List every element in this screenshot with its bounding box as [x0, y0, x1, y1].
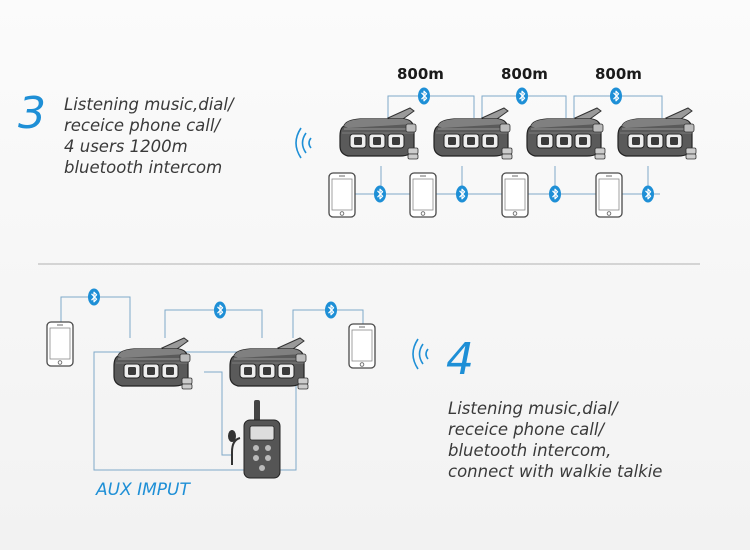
step-3-line-2: receice phone call/	[64, 116, 221, 135]
step-4-line-1: Listening music,dial/	[448, 399, 618, 418]
bluetooth-icon	[87, 287, 101, 307]
smartphone-icon	[595, 172, 623, 218]
step-3-line-1: Listening music,dial/	[64, 95, 234, 114]
bluetooth-icon	[609, 86, 623, 106]
distance-label-2: 800m	[501, 65, 548, 83]
step-number-3: 3	[18, 88, 46, 139]
step-4-line-3: bluetooth intercom,	[448, 441, 612, 460]
distance-label-3: 800m	[595, 65, 642, 83]
bluetooth-icon	[417, 86, 431, 106]
step-3-description: Listening music,dial/ receice phone call…	[64, 94, 234, 178]
bluetooth-icon	[455, 184, 469, 204]
intercom-device-1	[113, 337, 193, 390]
bottom-connection-lines	[60, 296, 364, 471]
bluetooth-icon	[515, 86, 529, 106]
intercom-device-2	[229, 337, 309, 390]
intercom-device-4	[617, 107, 697, 160]
smartphone-icon	[409, 172, 437, 218]
wireless-signal-icon	[412, 338, 429, 370]
smartphone-icon	[46, 321, 74, 367]
bluetooth-icon	[641, 184, 655, 204]
aux-input-label: AUX IMPUT	[96, 480, 190, 500]
walkie-talkie-icon	[228, 400, 281, 479]
bluetooth-icon	[373, 184, 387, 204]
smartphone-icon	[501, 172, 529, 218]
intercom-device-2	[433, 107, 513, 160]
wireless-signal-icon	[295, 127, 312, 159]
smartphone-icon	[328, 172, 356, 218]
bluetooth-icon	[548, 184, 562, 204]
bluetooth-icon	[213, 300, 227, 320]
step-4-line-4: connect with walkie talkie	[448, 462, 663, 481]
intercom-device-1	[339, 107, 419, 160]
bluetooth-icon	[324, 300, 338, 320]
step-number-4: 4	[446, 334, 474, 385]
step-3-line-4: bluetooth intercom	[64, 158, 223, 177]
smartphone-icon	[348, 323, 376, 369]
step-4-description: Listening music,dial/ receice phone call…	[448, 398, 662, 482]
step-4-line-2: receice phone call/	[448, 420, 605, 439]
distance-label-1: 800m	[397, 65, 444, 83]
step-3-line-3: 4 users 1200m	[64, 137, 188, 156]
